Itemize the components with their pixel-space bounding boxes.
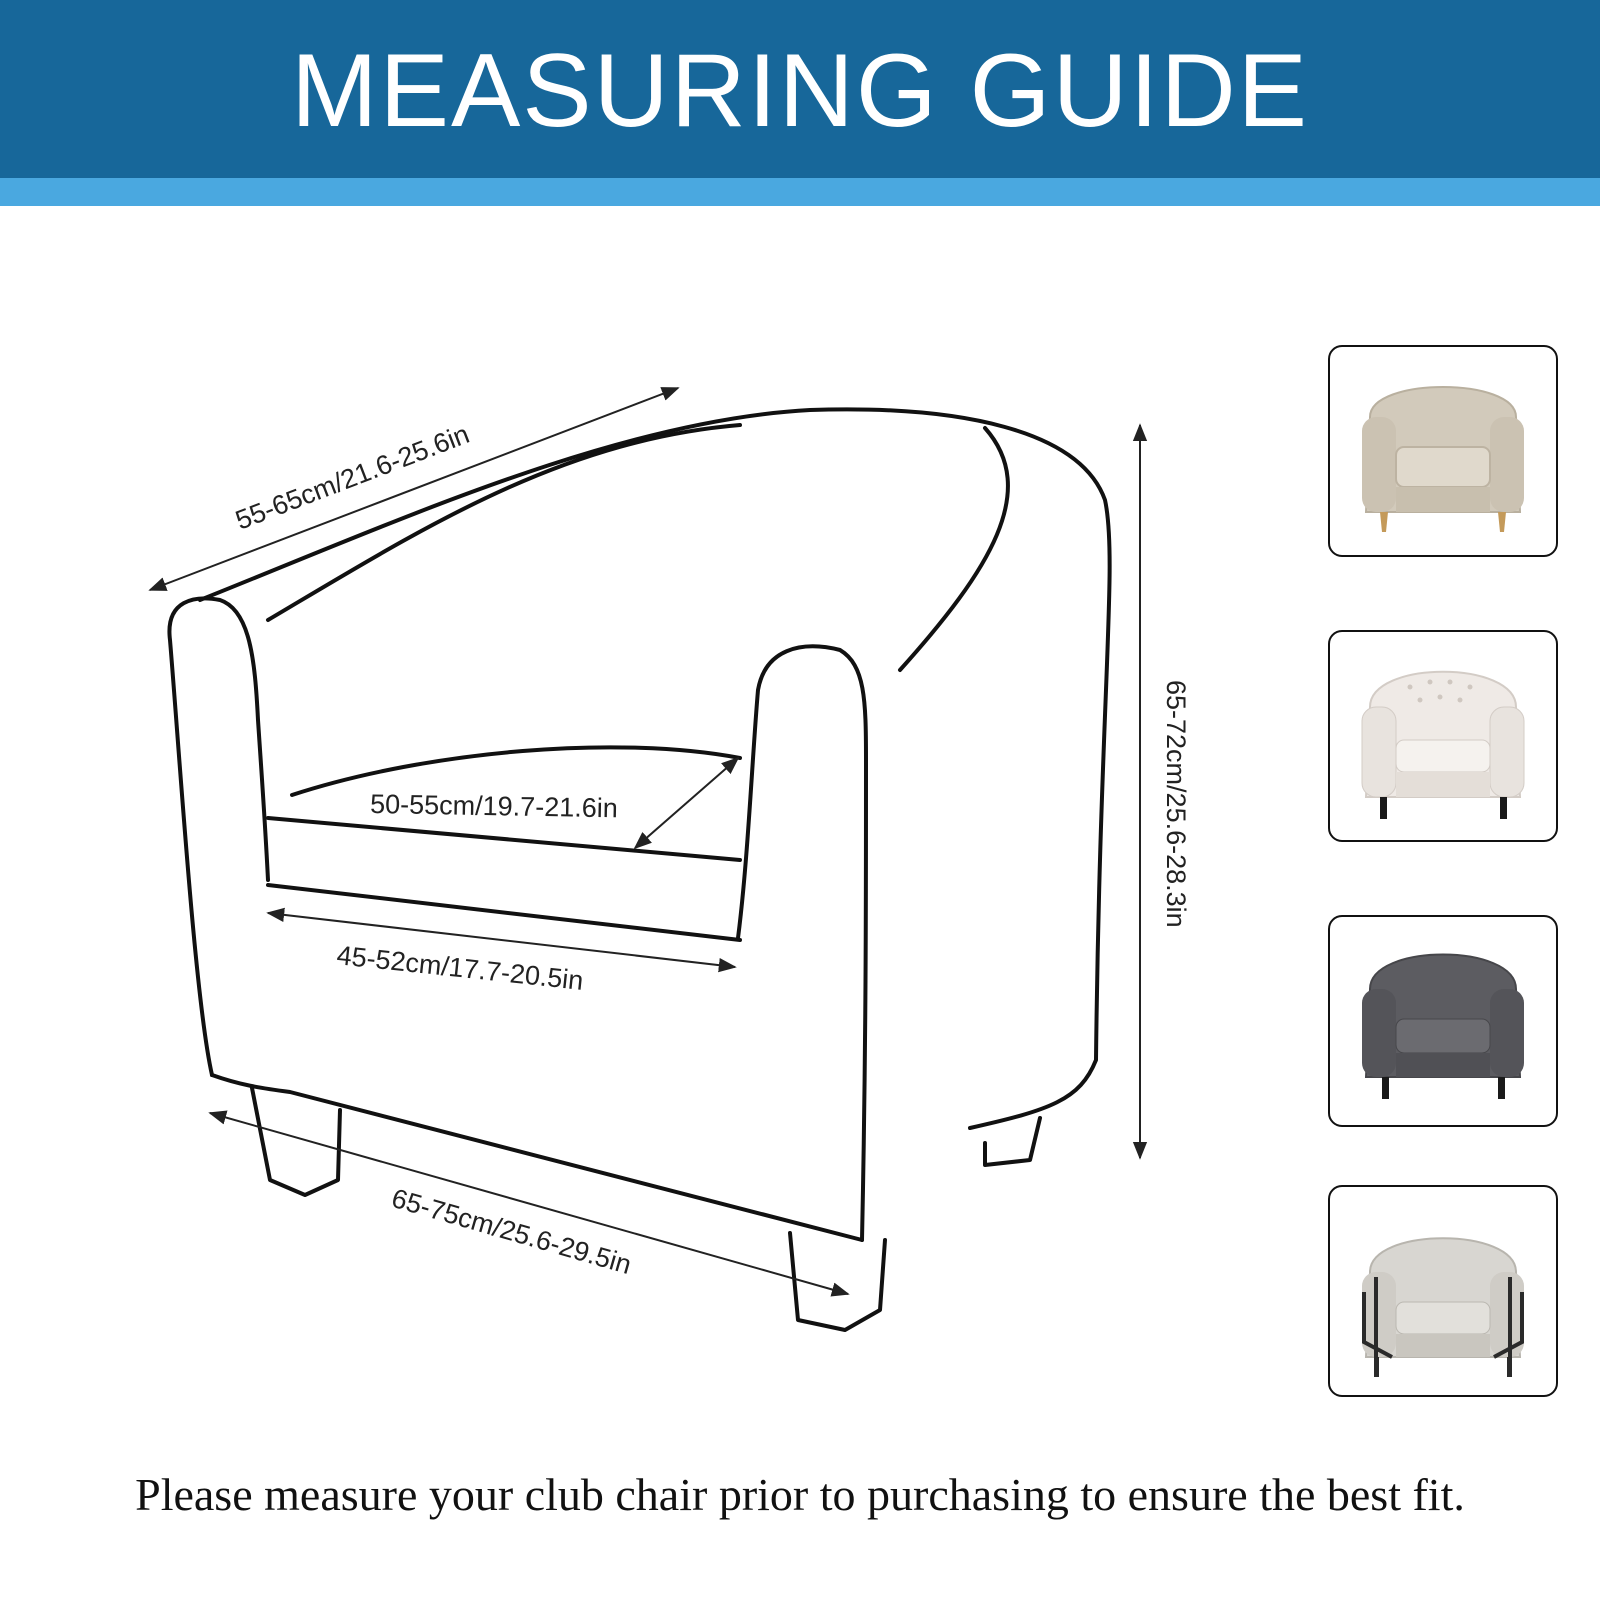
grey-tub-chair-icon xyxy=(1362,953,1524,1099)
white-tufted-tub-chair-icon xyxy=(1361,670,1525,819)
overall-width-arrow xyxy=(208,1110,850,1297)
header-stripe xyxy=(0,178,1600,206)
page-title: MEASURING GUIDE xyxy=(290,32,1310,149)
seat-front-top xyxy=(266,816,742,862)
marble-tub-chair-icon xyxy=(1362,1237,1524,1377)
example-chair-card xyxy=(1328,630,1558,842)
chair-base-front xyxy=(210,1073,864,1242)
measure-instruction-caption: Please measure your club chair prior to … xyxy=(135,1469,1465,1520)
chair-right-arm xyxy=(736,644,868,1242)
front-left-leg xyxy=(250,1086,342,1197)
seat-front-bottom xyxy=(266,883,742,942)
back-width-label: 55-65cm/21.6-25.6in xyxy=(231,419,473,536)
beige-tub-chair-icon xyxy=(1362,386,1524,532)
example-chair-card xyxy=(1328,1185,1558,1397)
seat-width-label: 45-52cm/17.7-20.5in xyxy=(335,940,584,996)
chair-left-arm xyxy=(167,596,270,1077)
example-chair-card xyxy=(1328,915,1558,1127)
back-right-leg xyxy=(983,1116,1042,1167)
chair-diagram: 55-65cm/21.6-25.6in 50-55cm/19.7-21.6in … xyxy=(148,387,1191,1332)
overall-width-label: 65-75cm/25.6-29.5in xyxy=(388,1183,634,1280)
chair-back-outline xyxy=(198,407,1112,1130)
back-width-arrow xyxy=(148,387,680,591)
seat-top xyxy=(290,745,742,797)
height-label: 65-72cm/25.6-28.3in xyxy=(1161,680,1191,928)
chair-back-crease xyxy=(898,426,1010,672)
example-chair-card xyxy=(1328,345,1558,557)
seat-depth-arrow xyxy=(633,756,740,850)
seat-width-arrow xyxy=(266,907,737,973)
seat-depth-label: 50-55cm/19.7-21.6in xyxy=(370,789,618,823)
header-banner: MEASURING GUIDE xyxy=(0,0,1600,178)
